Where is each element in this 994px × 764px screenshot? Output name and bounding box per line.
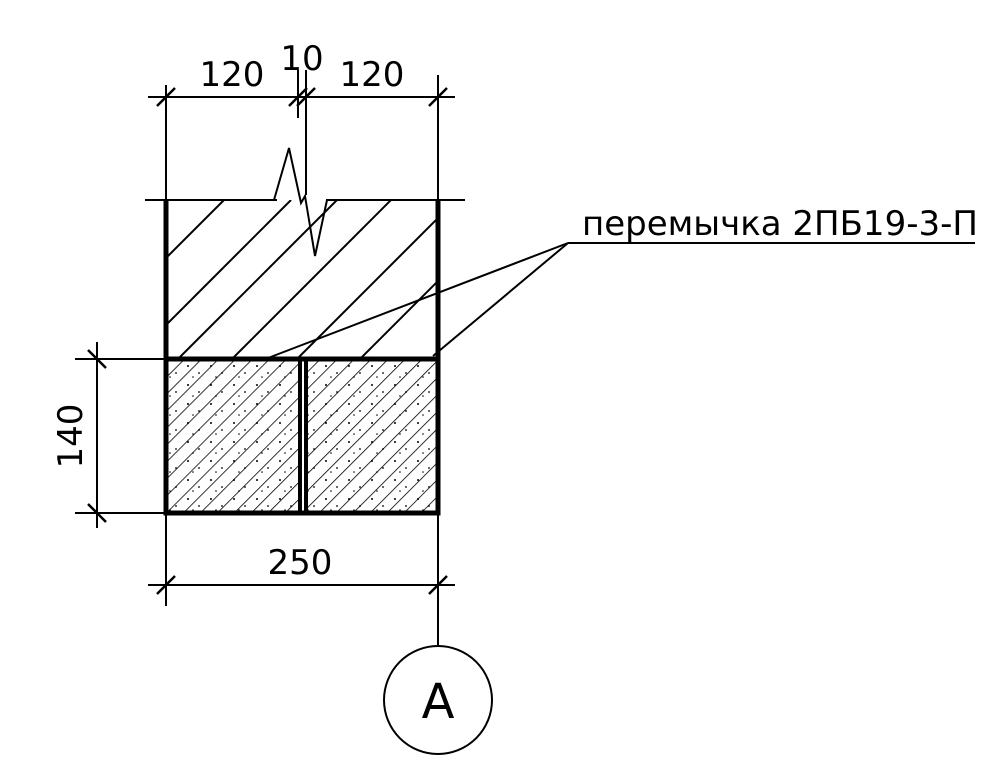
- dimension-top-right-value: 120: [340, 55, 405, 95]
- callout-label: перемычка 2ПБ19-3-П: [582, 204, 978, 244]
- wall-section: [145, 147, 465, 361]
- dimension-side: 140: [51, 342, 166, 528]
- lintel-right-dots: [307, 361, 437, 512]
- callout-leader: перемычка 2ПБ19-3-П: [267, 204, 978, 359]
- dimension-top-gap-value: 10: [280, 39, 323, 79]
- wall-hatch: [166, 200, 438, 359]
- dimension-bottom-value: 250: [268, 543, 333, 583]
- dimension-bottom: 250: [148, 513, 455, 645]
- axis-label: А: [422, 674, 455, 730]
- axis-circle: [383, 645, 493, 755]
- lintel-left-dots: [166, 361, 298, 512]
- dimension-side-value: 140: [51, 404, 91, 469]
- dimension-top-left-value: 120: [200, 55, 265, 95]
- lintel-section: [163, 356, 441, 516]
- axis-marker: А: [383, 645, 493, 755]
- dimension-top: 120 10 120: [148, 39, 455, 200]
- break-line: [273, 147, 328, 257]
